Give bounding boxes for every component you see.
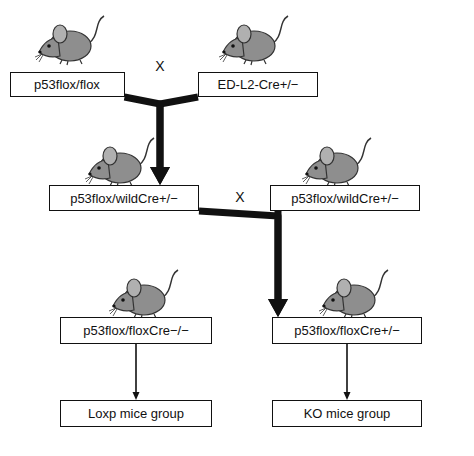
arrow-shaft: [199, 211, 278, 301]
cross-symbol: X: [155, 58, 164, 74]
node-text: p53flox/wildCre+/−: [291, 191, 399, 206]
genotype-box: p53flox/floxCre−/−: [60, 317, 212, 344]
node-text: Loxp mice group: [88, 406, 184, 421]
arrow-head: [150, 167, 170, 185]
genotype-box: p53flox/floxCre+/−: [272, 317, 422, 344]
cross-arrow: [150, 97, 198, 185]
mouse-icon: [319, 270, 388, 319]
node-text: p53flox/floxCre+/−: [294, 323, 400, 338]
arrow-shaft: [346, 344, 348, 393]
arrow-shaft: [125, 97, 161, 169]
node-text: p53flox/floxCre−/−: [83, 323, 189, 338]
cross-arrow: [199, 211, 288, 317]
genotype-box: p53flox/wildCre+/−: [270, 185, 420, 211]
arrow-shaft: [160, 97, 198, 169]
node-text: p53flox/flox: [34, 77, 100, 92]
node-text: KO mice group: [304, 406, 391, 421]
arrow-head: [268, 299, 288, 317]
arrow-head: [268, 299, 288, 317]
mouse-icon: [219, 16, 288, 65]
mouse-icon: [109, 270, 178, 319]
arrow-head: [150, 167, 170, 185]
node-text: p53flox/wildCre+/−: [70, 191, 178, 206]
genotype-box: ED-L2-Cre+/−: [198, 72, 318, 97]
mouse-icon: [85, 138, 154, 187]
cross-symbol: X: [235, 189, 244, 205]
genotype-box: p53flox/flox: [10, 72, 125, 97]
arrow-head: [344, 392, 351, 400]
group-box: KO mice group: [272, 400, 422, 427]
node-text: ED-L2-Cre+/−: [218, 77, 299, 92]
mouse-icon: [35, 16, 104, 65]
arrow-shaft: [275, 211, 282, 301]
selection-arrow: [344, 344, 351, 400]
arrow-shaft: [135, 344, 137, 393]
mouse-icon: [302, 138, 371, 187]
genotype-box: p53flox/wildCre+/−: [49, 185, 199, 211]
group-box: Loxp mice group: [60, 400, 212, 427]
selection-arrow: [133, 344, 140, 400]
arrow-head: [133, 392, 140, 400]
cross-arrow: [268, 211, 288, 317]
